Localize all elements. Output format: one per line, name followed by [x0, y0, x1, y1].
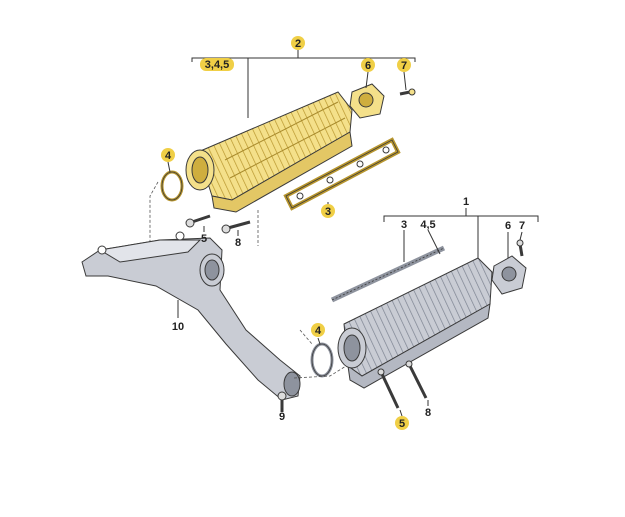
leader-4-bottom: [317, 337, 321, 345]
callout-2: 2: [295, 38, 301, 50]
badge-3-top: [321, 204, 335, 218]
callout-4-top: 4: [165, 150, 172, 162]
callout-1: 1: [463, 196, 469, 208]
bottom-screw-7: [516, 239, 524, 257]
badge-2: [291, 36, 305, 50]
callout-7-top: 7: [401, 60, 407, 72]
leader-5-bottom: [399, 409, 403, 417]
callout-8-top: 8: [235, 237, 241, 249]
callout-6-top: 6: [365, 60, 371, 72]
top-screw-7: [399, 88, 416, 96]
leader-45-bottom: [427, 229, 441, 255]
bottom-bolt-8: [405, 360, 428, 399]
guide-bottom-b: [299, 329, 313, 345]
lower-intake-housing: [337, 257, 493, 389]
badge-4-bottom: [311, 323, 325, 337]
callout-3-top: 3: [325, 206, 331, 218]
top-bracket-line: [191, 57, 416, 62]
callout-6-bottom: 6: [505, 220, 511, 232]
callout-45-bottom: 4,5: [420, 219, 435, 231]
bottom-bracket-line: [383, 215, 539, 222]
top-bolt-8: [221, 220, 251, 234]
lower-manifold-10: [81, 231, 301, 401]
top-bolt-5: [185, 214, 211, 228]
leader-7-top: [403, 71, 407, 91]
callout-345: 3,4,5: [205, 59, 229, 71]
badge-6-top: [361, 58, 375, 72]
upper-intake-manifold: [185, 91, 353, 213]
badge-7-top: [397, 58, 411, 72]
bottom-bolt-5: [377, 368, 400, 409]
callout-9: 9: [279, 411, 285, 423]
leader-6-top: [365, 71, 369, 89]
callout-4-bottom: 4: [315, 325, 322, 337]
badge-345: [200, 58, 234, 71]
bottom-gasket-3: [330, 245, 446, 303]
callout-3-bottom: 3: [401, 219, 407, 231]
callout-5-bottom: 5: [399, 418, 405, 430]
guide-top-left: [149, 181, 159, 246]
callout-5-top: 5: [201, 233, 207, 245]
badge-5-bottom: [395, 416, 409, 430]
badge-4-top: [161, 148, 175, 162]
callout-10: 10: [172, 321, 184, 333]
leader-7-bottom: [519, 231, 523, 241]
top-housing-cover: [349, 83, 385, 119]
callout-7-bottom: 7: [519, 220, 525, 232]
top-gasket-3: [283, 137, 401, 211]
leader-4-top: [167, 161, 171, 173]
callout-8-bottom: 8: [425, 407, 431, 419]
bottom-housing-cover: [491, 255, 527, 295]
guide-bottom-a: [293, 365, 347, 379]
